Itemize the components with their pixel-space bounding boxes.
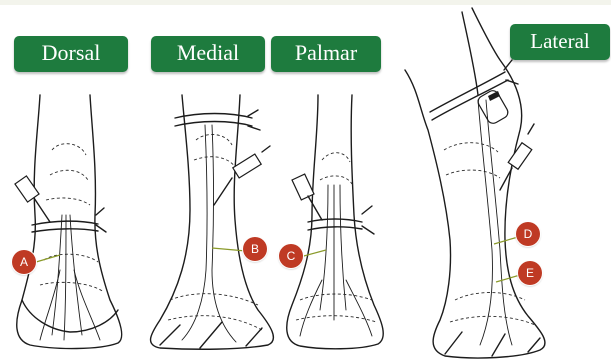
leader-e xyxy=(496,275,520,282)
leader-c xyxy=(300,250,326,257)
callout-c: C xyxy=(279,244,303,268)
view-label-medial: Medial xyxy=(151,36,265,72)
callout-d: D xyxy=(516,222,540,246)
lateral-limb-drawing xyxy=(405,8,545,358)
dorsal-limb-drawing xyxy=(15,95,122,349)
leader-d xyxy=(494,237,518,244)
callout-e: E xyxy=(518,261,542,285)
leader-a xyxy=(36,255,60,262)
medial-limb-drawing xyxy=(151,95,274,349)
view-label-palmar: Palmar xyxy=(271,36,381,72)
view-label-lateral: Lateral xyxy=(510,24,610,60)
palmar-limb-drawing xyxy=(287,95,383,349)
callout-b: B xyxy=(243,237,267,261)
callout-a: A xyxy=(12,250,36,274)
view-label-dorsal: Dorsal xyxy=(14,36,128,72)
leader-b xyxy=(212,248,246,251)
